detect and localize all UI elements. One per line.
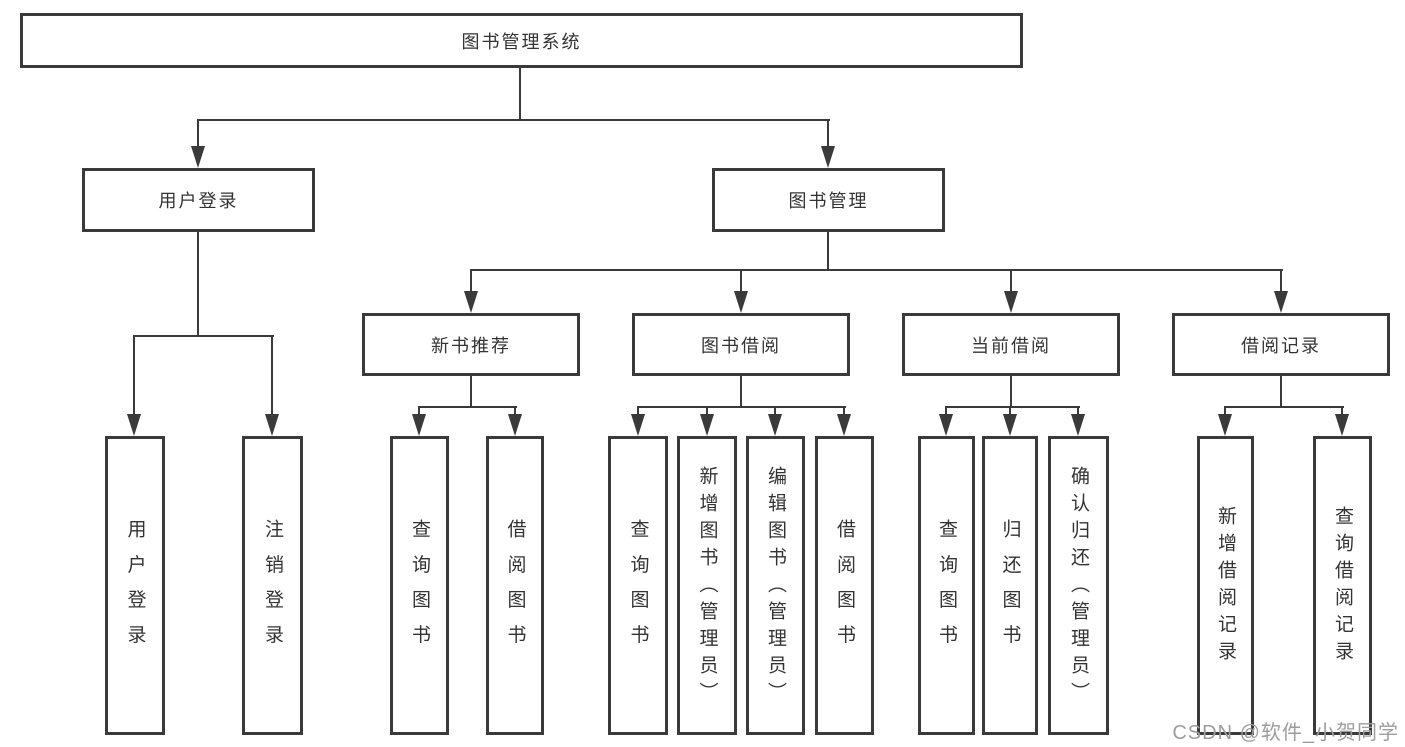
node-root-system: 图书管理系统 (20, 13, 1023, 68)
connector-line (740, 269, 742, 295)
node-user-login-label: 用户登录 (158, 191, 239, 211)
leaf-user-login-label: 用户登录 (124, 519, 146, 661)
leaf-query-borrow-record: 查询借阅记录 (1313, 436, 1372, 735)
node-borrowing-records: 借阅记录 (1172, 313, 1390, 376)
connector-line (1010, 269, 1012, 295)
arrow-down-icon (412, 414, 426, 436)
arrow-down-icon (127, 414, 141, 436)
connector-line (470, 269, 1283, 271)
arrow-down-icon (464, 291, 478, 313)
arrow-down-icon (1335, 414, 1349, 436)
leaf-confirm-return-admin: 确认归还（管理员） (1048, 436, 1109, 735)
arrow-down-icon (1274, 291, 1288, 313)
connector-line (1010, 374, 1012, 408)
connector-line (133, 335, 135, 419)
connector-line (1280, 269, 1282, 295)
leaf-borrow-books: 借阅图书 (815, 436, 874, 735)
connector-line (1224, 406, 1344, 408)
arrow-down-icon (191, 146, 205, 168)
arrow-down-icon (821, 146, 835, 168)
node-root-label: 图书管理系统 (461, 31, 582, 52)
csdn-watermark: CSDN @软件_小贺同学 (1172, 722, 1399, 744)
leaf-recommend-query-books: 查询图书 (390, 436, 449, 735)
connector-line (1009, 406, 1011, 418)
leaf-recommend-borrow-books-label: 借阅图书 (504, 519, 526, 661)
connector-line (470, 374, 472, 408)
leaf-current-query-books: 查询图书 (918, 436, 975, 735)
leaf-borrow-query-books-label: 查询图书 (627, 519, 649, 661)
connector-line (1224, 406, 1226, 418)
connector-line (271, 335, 273, 419)
node-user-login: 用户登录 (82, 168, 315, 232)
leaf-confirm-return-admin-label: 确认归还（管理员） (1068, 465, 1089, 709)
arrow-down-icon (1004, 291, 1018, 313)
arrow-down-icon (631, 414, 645, 436)
leaf-user-login: 用户登录 (105, 436, 165, 735)
arrow-down-icon (1003, 414, 1017, 436)
connector-line (519, 66, 521, 121)
connector-line (706, 406, 708, 418)
arrow-down-icon (700, 414, 714, 436)
leaf-return-books-label: 归还图书 (999, 519, 1021, 661)
connector-line (774, 406, 776, 418)
leaf-borrow-books-label: 借阅图书 (834, 519, 855, 661)
node-borrowing-records-label: 借阅记录 (1241, 335, 1321, 356)
connector-line (418, 406, 420, 418)
leaf-return-books: 归还图书 (982, 436, 1038, 735)
leaf-recommend-query-books-label: 查询图书 (409, 519, 430, 661)
leaf-add-books-admin: 新增图书（管理员） (677, 436, 737, 735)
leaf-recommend-borrow-books: 借阅图书 (486, 436, 544, 735)
node-new-book-recommend-label: 新书推荐 (431, 335, 511, 356)
leaf-add-books-admin-label: 新增图书（管理员） (696, 465, 718, 709)
connector-line (1341, 406, 1343, 418)
leaf-add-borrow-record-label: 新增借阅记录 (1215, 506, 1236, 669)
arrow-down-icon (939, 414, 953, 436)
connector-line (1077, 406, 1079, 418)
connector-line (514, 406, 516, 418)
connector-line (740, 374, 742, 408)
arrow-down-icon (837, 414, 851, 436)
node-book-borrowing: 图书借阅 (632, 313, 850, 376)
node-current-borrowing: 当前借阅 (902, 313, 1120, 376)
leaf-edit-books-admin-label: 编辑图书（管理员） (765, 465, 786, 709)
leaf-edit-books-admin: 编辑图书（管理员） (746, 436, 805, 735)
connector-line (827, 119, 829, 151)
connector-line (197, 119, 199, 151)
node-book-borrowing-label: 图书借阅 (701, 335, 781, 356)
node-book-management-label: 图书管理 (788, 191, 869, 211)
node-new-book-recommend: 新书推荐 (362, 313, 580, 376)
leaf-current-query-books-label: 查询图书 (936, 519, 957, 661)
connector-line (637, 406, 639, 418)
connector-line (470, 269, 472, 295)
connector-line (827, 230, 829, 271)
connector-line (133, 335, 274, 337)
connector-line (945, 406, 947, 418)
connector-line (197, 119, 830, 121)
leaf-logout: 注销登录 (242, 436, 303, 735)
arrow-down-icon (734, 291, 748, 313)
leaf-query-borrow-record-label: 查询借阅记录 (1332, 506, 1353, 669)
leaf-borrow-query-books: 查询图书 (608, 436, 668, 735)
connector-line (637, 406, 846, 408)
arrow-down-icon (508, 414, 522, 436)
arrow-down-icon (1218, 414, 1232, 436)
leaf-add-borrow-record: 新增借阅记录 (1197, 436, 1254, 735)
leaf-logout-label: 注销登录 (262, 519, 283, 661)
arrow-down-icon (265, 414, 279, 436)
arrow-down-icon (768, 414, 782, 436)
connector-line (418, 406, 517, 408)
connector-line (843, 406, 845, 418)
arrow-down-icon (1071, 414, 1085, 436)
node-book-management: 图书管理 (712, 168, 945, 232)
connector-line (1280, 374, 1282, 408)
connector-line (945, 406, 1080, 408)
connector-line (197, 230, 199, 337)
node-current-borrowing-label: 当前借阅 (971, 335, 1051, 356)
